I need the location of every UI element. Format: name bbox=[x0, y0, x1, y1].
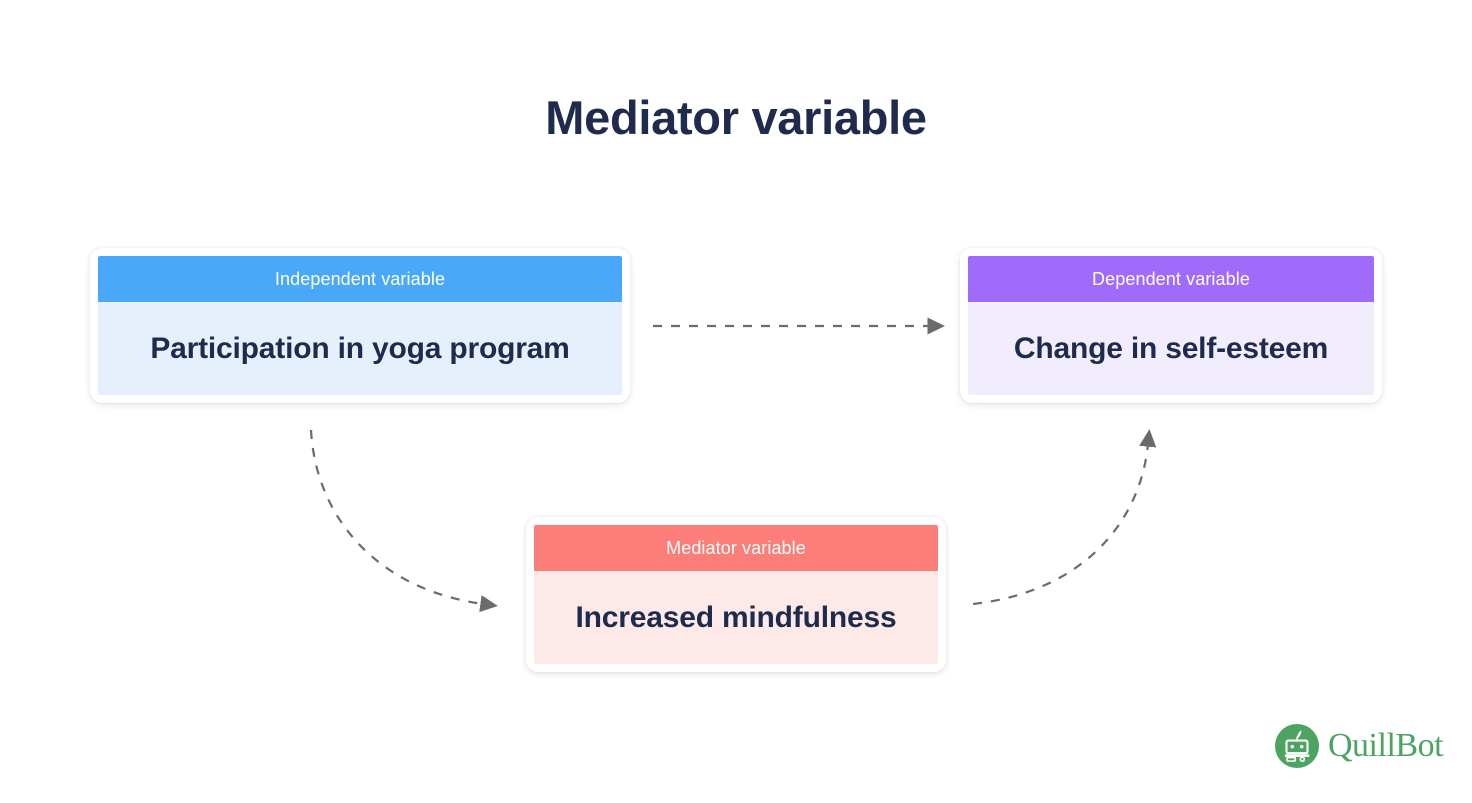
node-mediator-header: Mediator variable bbox=[534, 525, 938, 571]
quillbot-wordmark: QuillBot bbox=[1328, 727, 1444, 764]
node-dependent-variable[interactable]: Dependent variable Change in self-esteem bbox=[960, 248, 1382, 403]
node-inner: Independent variable Participation in yo… bbox=[98, 256, 622, 395]
quillbot-logo: QuillBot bbox=[1274, 721, 1444, 771]
node-independent-variable[interactable]: Independent variable Participation in yo… bbox=[90, 248, 630, 403]
node-independent-body: Participation in yoga program bbox=[98, 302, 622, 395]
node-inner: Dependent variable Change in self-esteem bbox=[968, 256, 1374, 395]
edge-independent-to-mediator bbox=[309, 429, 498, 613]
quillbot-robot-icon bbox=[1275, 724, 1319, 768]
node-inner: Mediator variable Increased mindfulness bbox=[534, 525, 938, 664]
node-dependent-header: Dependent variable bbox=[968, 256, 1374, 302]
edge-mediator-to-dependent bbox=[972, 429, 1157, 606]
node-mediator-variable[interactable]: Mediator variable Increased mindfulness bbox=[526, 517, 946, 672]
node-mediator-body: Increased mindfulness bbox=[534, 571, 938, 664]
page-title: Mediator variable bbox=[545, 91, 927, 144]
node-independent-header: Independent variable bbox=[98, 256, 622, 302]
node-dependent-body: Change in self-esteem bbox=[968, 302, 1374, 395]
